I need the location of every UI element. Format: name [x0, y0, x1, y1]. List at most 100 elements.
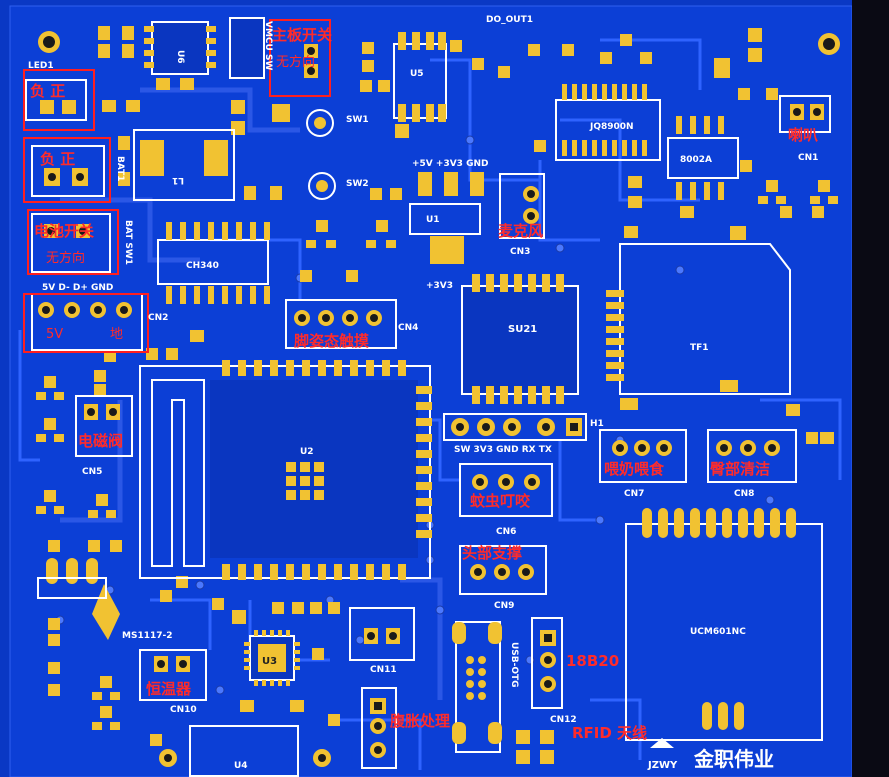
- label-speaker: 喇叭: [788, 126, 818, 144]
- label-u1: U1: [426, 215, 440, 225]
- main-switch-box: [269, 19, 331, 97]
- label-tf1: TF1: [690, 343, 709, 353]
- label-u5: U5: [410, 69, 424, 79]
- label-18b20: 18B20: [566, 652, 619, 670]
- connector-cn4-posture: 脚姿态触摸 CN4: [285, 299, 418, 350]
- main-switch-sub: 无方向: [276, 54, 315, 70]
- transistor-q5: [92, 706, 120, 730]
- regulator-ms1117: MS1117-2: [37, 558, 172, 641]
- connector-usb-otg: USB-OTG: [452, 621, 519, 753]
- label-cn10: CN10: [170, 705, 197, 715]
- label-heater: 恒温器: [146, 680, 192, 698]
- label-cn8: CN8: [734, 489, 754, 499]
- label-usb-pins: 5V D- D+ GND: [42, 283, 113, 293]
- connector-cn7-feed: 喂奶喂食 CN7: [599, 429, 687, 499]
- label-u6: U6: [175, 50, 185, 64]
- chip-u8: [229, 17, 265, 79]
- label-jq8900: JQ8900N: [589, 122, 634, 132]
- label-bloat: 腹胀处理: [390, 712, 450, 730]
- label-ucm: UCM601NC: [690, 627, 746, 637]
- label-feed: 喂奶喂食: [604, 460, 665, 478]
- connector-cn11: CN11: [349, 607, 415, 675]
- chip-u4: U4: [159, 725, 331, 777]
- chip-u5: U5: [393, 32, 447, 122]
- label-cn4: CN4: [398, 323, 418, 333]
- label-cn1: CN1: [798, 153, 818, 163]
- smd-passives: [48, 26, 834, 764]
- label-usb-gnd: 地: [110, 327, 123, 342]
- label-posture: 脚姿态触摸: [294, 332, 369, 350]
- label-cn9: CN9: [494, 601, 514, 611]
- connector-cn9-head: 头部支撑 CN9: [459, 544, 547, 611]
- connector-cn1-speaker: 喇叭 CN1: [779, 95, 831, 163]
- label-sw1: SW1: [346, 115, 369, 125]
- logo-text: 金职伟业: [693, 747, 774, 771]
- module-u2: U2: [139, 360, 432, 580]
- label-led1-polarity: 负 正: [30, 82, 65, 100]
- transistor-q6: [92, 676, 120, 700]
- mount-hole-tr: [818, 33, 840, 55]
- label-uart-pins: SW 3V3 GND RX TX: [454, 445, 552, 455]
- label-ch340: CH340: [186, 261, 219, 271]
- label-vmcu: VMCU SW: [263, 21, 273, 70]
- connector-cn6-mosquito: 蚊虫叮咬 CN6: [459, 463, 553, 537]
- label-mosquito: 蚊虫叮咬: [470, 492, 531, 510]
- led1-connector: 负 正 LED1: [23, 61, 95, 131]
- bat-switch-box: [27, 209, 119, 275]
- module-tf1: TF1: [606, 243, 791, 410]
- label-bat-switch: 电池开关: [34, 222, 94, 240]
- label-cn3: CN3: [510, 247, 530, 257]
- company-logo: JZWY 金职伟业: [647, 738, 774, 771]
- led1-box: [23, 69, 95, 131]
- switch-sw1: SW1: [306, 109, 369, 137]
- label-mic: 麦克风: [498, 222, 543, 240]
- label-power-rails: +5V +3V3 GND: [412, 159, 488, 169]
- chip-u6: U6: [144, 21, 216, 75]
- connector-bloat: 腹胀处理: [361, 687, 450, 769]
- transistor-q10: [36, 418, 64, 442]
- logo-mark: JZWY: [647, 760, 678, 771]
- transistor-q4: [758, 180, 786, 204]
- label-u2: U2: [300, 447, 314, 457]
- battery-switch: 电池开关 无方向 BAT SW1: [27, 209, 133, 275]
- label-8002a: 8002A: [680, 155, 712, 165]
- chip-8002a: 8002A: [667, 116, 739, 200]
- label-bat-polarity: 负 正: [40, 150, 75, 168]
- regulator-u1: U1: [409, 172, 484, 264]
- label-ms1117: MS1117-2: [122, 631, 172, 641]
- label-cn2: CN2: [148, 313, 168, 323]
- module-su21: SU21 +3V3: [426, 274, 579, 404]
- label-3v3: +3V3: [426, 281, 453, 291]
- switch-sw2: SW2: [308, 172, 369, 200]
- transistor-q2: [366, 220, 396, 248]
- label-cn11: CN11: [370, 665, 397, 675]
- transistor-q3: [810, 180, 838, 204]
- label-bat1: BAT1: [115, 156, 125, 182]
- transistor-q8: [88, 494, 116, 518]
- label-bat-sw1: BAT SW1: [123, 220, 133, 265]
- connector-cn3-mic: 麦克风 CN3: [498, 173, 545, 257]
- transistor-q9: [36, 376, 64, 400]
- transistor-q1: [306, 220, 336, 248]
- label-sw2: SW2: [346, 179, 369, 189]
- chip-u3: U3: [244, 630, 300, 686]
- label-usb-5v: 5V: [46, 327, 63, 342]
- mount-hole-tl: [38, 31, 60, 53]
- connector-cn8-clean: 臀部清洁 CN8: [707, 429, 797, 499]
- label-do-out: DO_OUT1: [486, 15, 533, 25]
- label-cn12: CN12: [550, 715, 577, 725]
- connector-cn12-18b20: 18B20 CN12: [531, 617, 619, 725]
- cn2-box: [23, 293, 149, 353]
- label-u3: U3: [262, 656, 277, 667]
- label-h1: H1: [590, 419, 604, 429]
- label-bat-switch-sub: 无方向: [46, 250, 85, 266]
- label-cn5: CN5: [82, 467, 102, 477]
- label-cn6: CN6: [496, 527, 516, 537]
- chip-ch340: CH340: [157, 222, 270, 304]
- connector-cn10-heater: 恒温器 CN10: [139, 649, 207, 715]
- label-led1: LED1: [28, 61, 54, 71]
- label-clean: 臀部清洁: [710, 460, 770, 478]
- label-l1: L1: [172, 175, 184, 185]
